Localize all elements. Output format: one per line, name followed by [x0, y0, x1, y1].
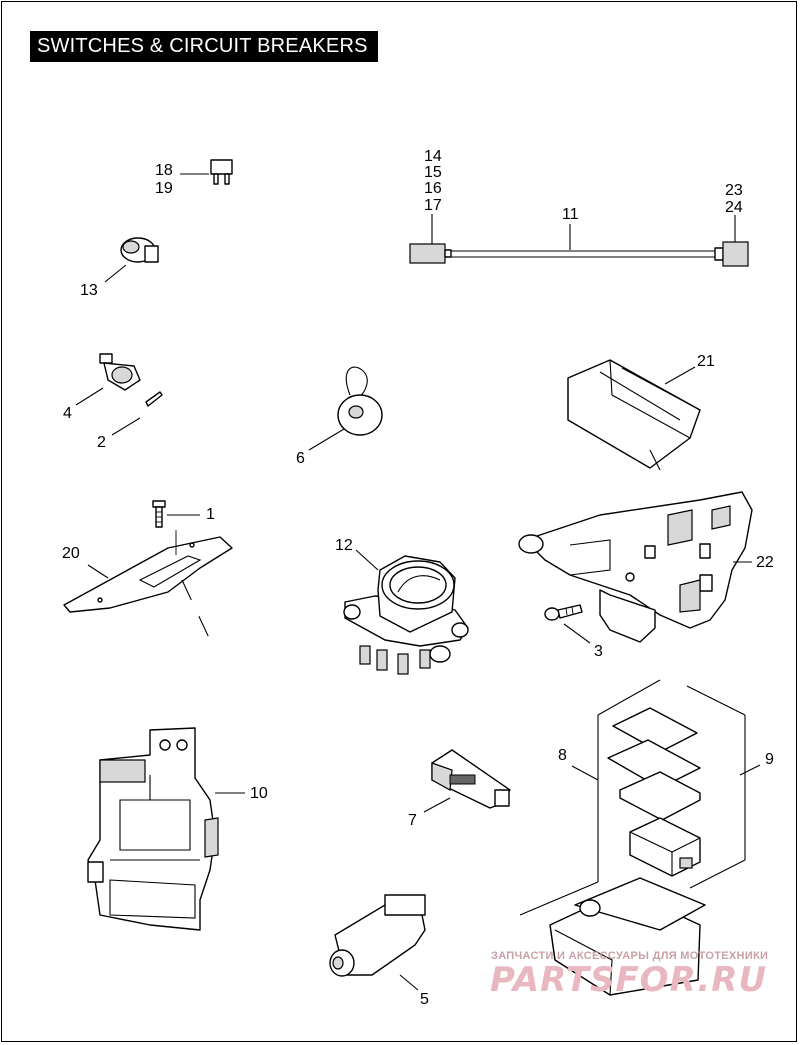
callout-12: 12	[335, 537, 353, 554]
part-motor-5	[329, 894, 426, 991]
part-ignition-12	[343, 549, 469, 675]
part-switch-13	[104, 237, 159, 283]
kit-outline-8-9	[519, 679, 761, 916]
callout-8: 8	[558, 747, 567, 764]
callout-4: 4	[63, 405, 72, 422]
callout-22: 22	[756, 554, 774, 571]
page-title: SWITCHES & CIRCUIT BREAKERS	[30, 31, 378, 62]
callout-14: 14	[424, 148, 442, 165]
callout-1: 1	[206, 506, 215, 523]
callout-9: 9	[765, 751, 774, 768]
part-relay-7	[423, 749, 511, 813]
part-card-stack-8	[607, 707, 701, 821]
callout-17: 17	[424, 197, 442, 214]
callout-18: 18	[155, 162, 173, 179]
part-fuse	[180, 159, 233, 185]
callout-10: 10	[250, 785, 268, 802]
callout-7: 7	[408, 812, 417, 829]
callout-11: 11	[562, 206, 579, 223]
callout-6: 6	[296, 450, 305, 467]
callout-21: 21	[697, 353, 715, 370]
callout-13: 13	[80, 282, 98, 299]
part-screw-3	[544, 604, 591, 644]
watermark-tagline: ЗАПЧАСТИ И АКСЕССУАРЫ ДЛЯ МОТОТЕХНИКИ	[491, 950, 769, 962]
callout-16: 16	[424, 180, 442, 197]
watermark-logo: PARTSFOR.RU	[490, 960, 768, 1000]
callout-15: 15	[424, 164, 442, 181]
part-harness-11	[409, 214, 749, 267]
callout-2: 2	[97, 434, 106, 451]
part-screw-1	[152, 500, 200, 528]
callout-19: 19	[155, 180, 173, 197]
callout-23: 23	[725, 182, 743, 199]
callout-3: 3	[594, 643, 603, 660]
part-housing-10	[87, 727, 245, 931]
part-keytag-6	[308, 366, 383, 451]
callout-5: 5	[420, 991, 429, 1008]
part-plate-20	[63, 530, 233, 641]
callout-24: 24	[725, 199, 743, 216]
part-clip-2	[111, 391, 163, 436]
part-switch-4	[75, 353, 141, 406]
callout-20: 20	[62, 545, 80, 562]
part-bracket-22	[518, 491, 753, 643]
part-channel-21	[567, 359, 701, 471]
part-battery-9	[549, 817, 706, 996]
